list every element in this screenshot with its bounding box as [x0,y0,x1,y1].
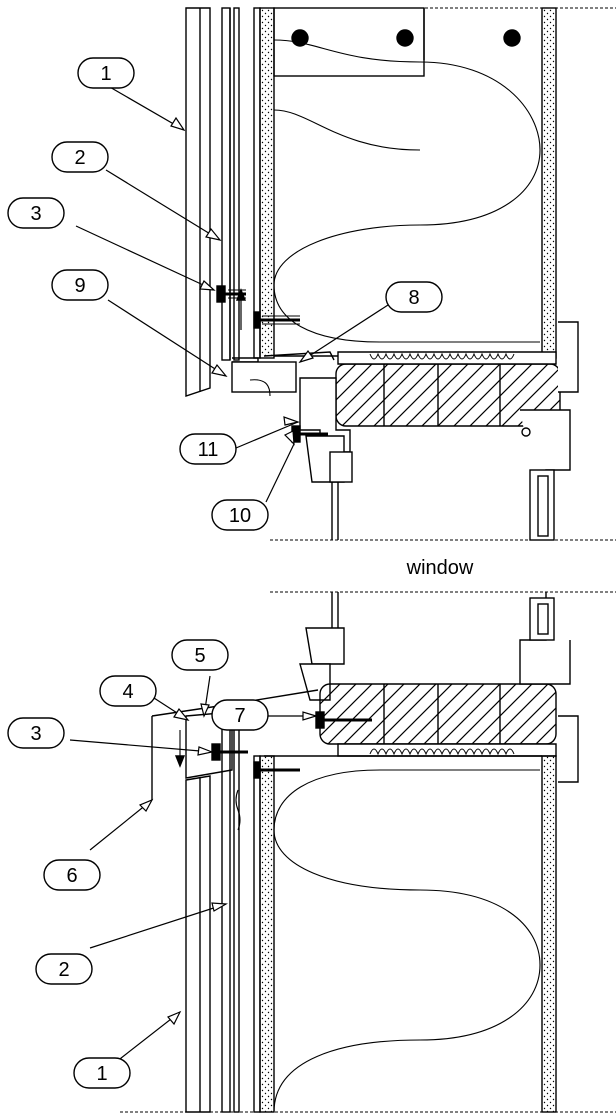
callout-11: 11 [198,439,219,461]
callout-6: 6 [66,865,77,887]
callout-2-bottom: 2 [58,959,69,981]
window-profile-top [299,377,353,540]
section-caption: window [406,557,474,579]
inner-trim-top [520,321,579,541]
callout-7: 7 [234,705,245,727]
callout-8: 8 [408,287,419,309]
screw-panel-top [253,311,300,329]
inner-trim-bottom [519,592,579,783]
callout-10: 10 [229,505,251,527]
window-lintel-timber [335,351,561,427]
window-profile-bottom [299,592,345,701]
callout-3-top: 3 [30,203,41,225]
cladding-panel-bottom [185,775,211,1113]
window-sill-timber [319,683,557,757]
cladding-panel-top [185,7,211,397]
callout-3-bottom: 3 [30,723,41,745]
callout-2-top: 2 [74,147,85,169]
callout-5: 5 [194,645,205,667]
screw-panel-bottom [253,761,300,779]
flashing-bracket [231,357,297,397]
wall-panel-bottom [253,755,557,1113]
subframe-rail-top [221,7,240,361]
callout-1-top: 1 [100,63,111,85]
callout-1-bottom: 1 [96,1063,107,1085]
callout-9: 9 [74,275,85,297]
callout-4: 4 [122,681,133,703]
screw-sill [315,711,372,729]
